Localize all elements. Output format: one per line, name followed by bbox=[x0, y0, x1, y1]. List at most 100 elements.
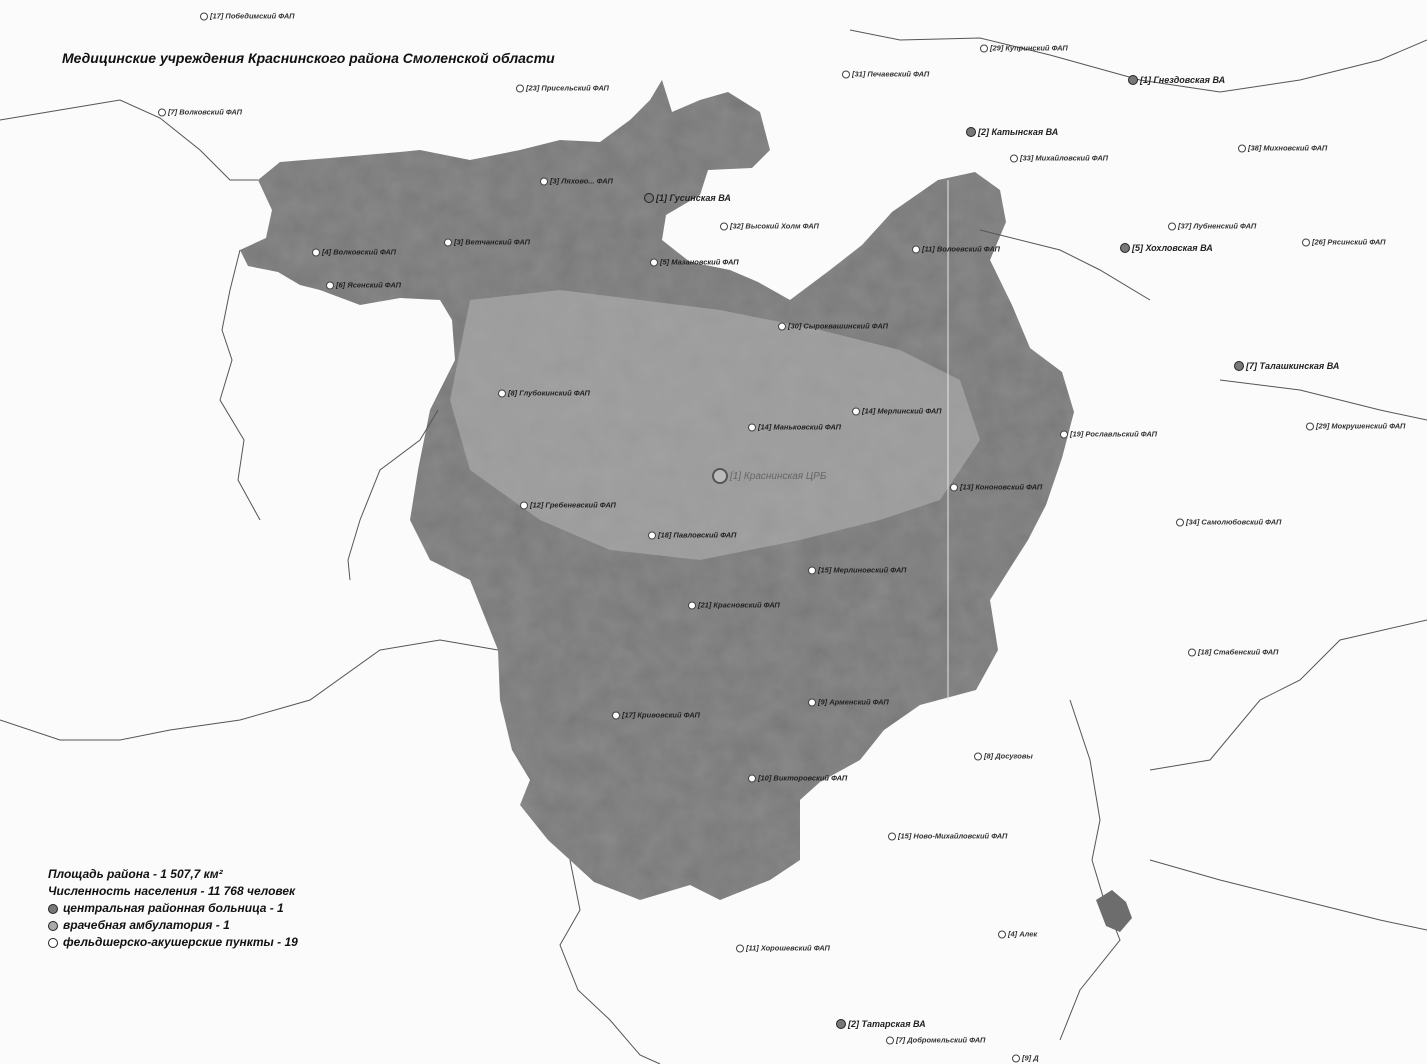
dark-settlement-patch bbox=[1096, 890, 1132, 932]
label-d: [9] Д bbox=[1012, 1054, 1039, 1063]
fap-symbol-icon bbox=[1188, 648, 1196, 656]
fap-symbol-icon bbox=[648, 531, 656, 539]
label-armensky-fap: [9] Арменский ФАП bbox=[808, 698, 889, 707]
fap-symbol-icon bbox=[48, 937, 58, 948]
fap-symbol-icon bbox=[1302, 238, 1310, 246]
fap-symbol-icon bbox=[998, 930, 1006, 938]
ba-symbol-icon bbox=[644, 193, 654, 203]
fap-symbol-icon bbox=[326, 281, 334, 289]
label-stabensky-fap: [18] Стабенский ФАП bbox=[1188, 648, 1278, 657]
label-talashkinskaya-ba: [7] Талашкинская ВА bbox=[1234, 361, 1339, 371]
label-katynskaya-ba: [2] Катынская ВА bbox=[966, 127, 1058, 137]
fap-symbol-icon bbox=[516, 84, 524, 92]
crb-symbol-icon bbox=[48, 903, 58, 914]
fap-symbol-icon bbox=[612, 711, 620, 719]
label-gnezdovskaya-ba: [1] Гнездовская ВА bbox=[1128, 75, 1225, 85]
label-volkovsky-fap-7: [7] Волковский ФАП bbox=[158, 108, 242, 117]
label-ryasinsky-fap: [26] Рясинский ФАП bbox=[1302, 238, 1386, 247]
fap-symbol-icon bbox=[1168, 222, 1176, 230]
crb-symbol-icon bbox=[712, 468, 728, 484]
fap-symbol-icon bbox=[980, 44, 988, 52]
label-vysoky-kholm-fap: [32] Высокий Холм ФАП bbox=[720, 222, 819, 231]
fap-symbol-icon bbox=[540, 177, 548, 185]
label-viktorovsky-fap: [10] Викторовский ФАП bbox=[748, 774, 847, 783]
label-voloevsky-fap: [11] Волоевский ФАП bbox=[912, 245, 1000, 254]
label-priselsky-fap: [23] Присельский ФАП bbox=[516, 84, 609, 93]
label-yasensky-fap: [6] Ясенский ФАП bbox=[326, 281, 401, 290]
fap-symbol-icon bbox=[688, 601, 696, 609]
label-mazanovsky-fap: [5] Мазановский ФАП bbox=[650, 258, 739, 267]
label-pavlovsky-fap: [18] Павловский ФАП bbox=[648, 531, 736, 540]
label-khokhlovskaya-ba: [5] Хохловская ВА bbox=[1120, 243, 1213, 253]
ba-symbol-icon bbox=[836, 1019, 846, 1029]
label-mikhaylovsky-fap: [33] Михайловский ФАП bbox=[1010, 154, 1108, 163]
fap-symbol-icon bbox=[312, 248, 320, 256]
ba-symbol-icon bbox=[1234, 361, 1244, 371]
fap-symbol-icon bbox=[748, 774, 756, 782]
label-merlinsky-fap: [14] Мерлинский ФАП bbox=[852, 407, 942, 416]
map-title: Медицинские учреждения Краснинского райо… bbox=[62, 50, 555, 66]
label-grebenevsky-fap: [12] Гребеневский ФАП bbox=[520, 501, 616, 510]
legend-area: Площадь района - 1 507,7 км² bbox=[48, 867, 223, 881]
legend-item-crb: центральная районная больница - 1 bbox=[48, 900, 298, 917]
fap-symbol-icon bbox=[444, 238, 452, 246]
fap-symbol-icon bbox=[1306, 422, 1314, 430]
ba-symbol-icon bbox=[48, 920, 58, 931]
label-mankovsky-fap: [14] Маньковский ФАП bbox=[748, 423, 841, 432]
district-region-inner bbox=[450, 290, 980, 560]
label-gusinskaya-ba: [1] Гусинская ВА bbox=[644, 193, 731, 203]
label-samolyubovsky-fap: [34] Самолюбовский ФАП bbox=[1176, 518, 1281, 527]
fap-symbol-icon bbox=[912, 245, 920, 253]
label-novo-mikhaylovsky-fap: [15] Ново-Михайловский ФАП bbox=[888, 832, 1007, 841]
label-krasninskaya-crb: [1] Краснинская ЦРБ bbox=[712, 468, 826, 484]
ba-symbol-icon bbox=[1128, 75, 1138, 85]
label-kuprinsky-fap: [29] Купринский ФАП bbox=[980, 44, 1068, 53]
fap-symbol-icon bbox=[1060, 430, 1068, 438]
label-krasnovsky-fap: [21] Красновский ФАП bbox=[688, 601, 780, 610]
fap-symbol-icon bbox=[1238, 144, 1246, 152]
label-alek: [4] Алек bbox=[998, 930, 1037, 939]
fap-symbol-icon bbox=[808, 698, 816, 706]
label-mokrushensky-fap: [29] Мокрушенский ФАП bbox=[1306, 422, 1405, 431]
fap-symbol-icon bbox=[748, 423, 756, 431]
fap-symbol-icon bbox=[650, 258, 658, 266]
fap-symbol-icon bbox=[778, 322, 786, 330]
label-kononovsky-fap: [13] Кононовский ФАП bbox=[950, 483, 1042, 492]
legend-population: Численность населения - 11 768 человек bbox=[48, 884, 296, 898]
label-lubnensky-fap: [37] Лубненский ФАП bbox=[1168, 222, 1256, 231]
ba-symbol-icon bbox=[966, 127, 976, 137]
fap-symbol-icon bbox=[736, 944, 744, 952]
label-mikhnovsky-fap: [38] Михновский ФАП bbox=[1238, 144, 1327, 153]
label-khoroshevsky-fap: [11] Хорошевский ФАП bbox=[736, 944, 830, 953]
map-legend: Площадь района - 1 507,7 км² Численность… bbox=[48, 866, 298, 951]
label-tatarskaya-ba: [2] Татарская ВА bbox=[836, 1019, 926, 1029]
fap-symbol-icon bbox=[852, 407, 860, 415]
ba-symbol-icon bbox=[1120, 243, 1130, 253]
label-pobedimsky-fap: [17] Победимский ФАП bbox=[200, 12, 294, 21]
legend-item-ba: врачебная амбулатория - 1 bbox=[48, 917, 298, 934]
label-krivovsky-fap: [17] Кривовский ФАП bbox=[612, 711, 700, 720]
legend-item-fap: фельдшерско-акушерские пункты - 19 bbox=[48, 934, 298, 951]
label-roslavlsky-fap: [19] Рославльский ФАП bbox=[1060, 430, 1157, 439]
label-glubokinsky-fap: [8] Глубокинский ФАП bbox=[498, 389, 590, 398]
label-volkovsky-fap-4: [4] Волковский ФАП bbox=[312, 248, 396, 257]
label-lyakhovo-fap: [3] Ляхово... ФАП bbox=[540, 177, 613, 186]
label-vetchansky-fap: [3] Ветчанский ФАП bbox=[444, 238, 530, 247]
fap-symbol-icon bbox=[1010, 154, 1018, 162]
boundary-lines bbox=[0, 29, 1427, 1064]
fap-symbol-icon bbox=[158, 108, 166, 116]
fap-symbol-icon bbox=[200, 12, 208, 20]
fap-symbol-icon bbox=[886, 1036, 894, 1044]
fap-symbol-icon bbox=[808, 566, 816, 574]
fap-symbol-icon bbox=[842, 70, 850, 78]
fap-symbol-icon bbox=[974, 752, 982, 760]
label-syrokvashinsky-fap: [30] Сыроквашинский ФАП bbox=[778, 322, 888, 331]
fap-symbol-icon bbox=[1012, 1054, 1020, 1062]
label-pechaevsky-fap: [31] Печаевский ФАП bbox=[842, 70, 929, 79]
fap-symbol-icon bbox=[1176, 518, 1184, 526]
fap-symbol-icon bbox=[720, 222, 728, 230]
fap-symbol-icon bbox=[888, 832, 896, 840]
label-dosugovy: [8] Досуговы bbox=[974, 752, 1033, 761]
